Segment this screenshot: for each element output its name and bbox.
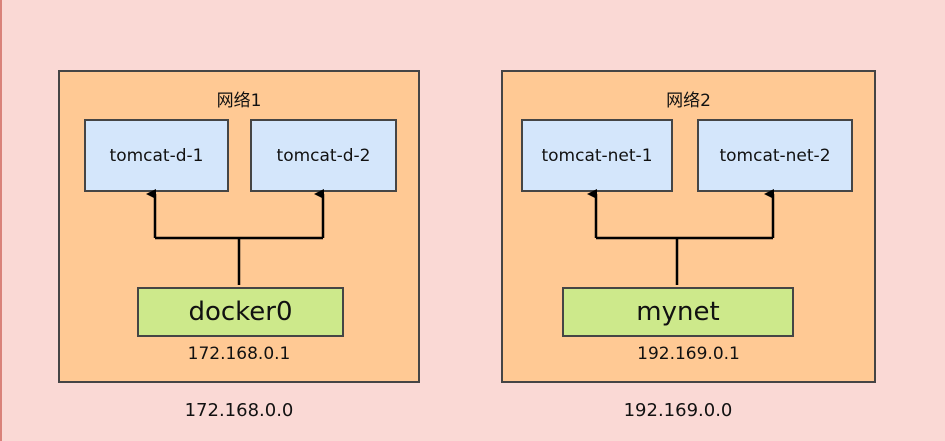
network-1-gateway-ip: 172.168.0.1 (187, 344, 291, 364)
bridge-docker0: docker0 (137, 287, 344, 337)
network-1-group: 网络1 tomcat-d-1 tomcat-d-2 docker0 172.16… (58, 70, 420, 383)
network-1-title: 网络1 (216, 91, 262, 111)
bridge-mynet: mynet (562, 287, 794, 337)
network-2-title: 网络2 (666, 91, 711, 111)
network-1-subnet-label: 172.168.0.0 (184, 400, 294, 421)
network-2-connectors (587, 189, 775, 285)
network-2-gateway-ip: 192.169.0.1 (637, 344, 740, 364)
container-tomcat-d-2: tomcat-d-2 (250, 119, 397, 192)
network-2-group: 网络2 tomcat-net-1 tomcat-net-2 mynet 192.… (501, 70, 876, 383)
container-tomcat-net-1: tomcat-net-1 (521, 119, 673, 192)
network-1-connectors (146, 189, 325, 285)
network-2-subnet-label: 192.169.0.0 (623, 400, 733, 421)
container-tomcat-net-2: tomcat-net-2 (697, 119, 853, 192)
page-left-border (0, 0, 2, 441)
container-tomcat-d-1: tomcat-d-1 (84, 119, 229, 192)
